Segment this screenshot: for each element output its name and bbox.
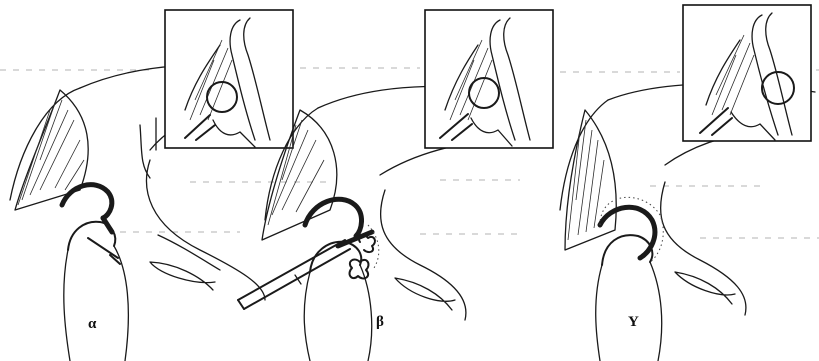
panel-label-alpha: α	[88, 316, 97, 332]
panel-label-beta: β	[376, 314, 384, 330]
inset-gamma	[683, 5, 811, 141]
panel-label-gamma: Y	[628, 314, 639, 330]
inset-alpha	[165, 10, 293, 148]
panel-alpha: α	[10, 10, 293, 361]
inset-beta	[425, 10, 553, 148]
acetabular-rim	[62, 185, 112, 218]
panel-gamma: Y	[560, 5, 815, 361]
